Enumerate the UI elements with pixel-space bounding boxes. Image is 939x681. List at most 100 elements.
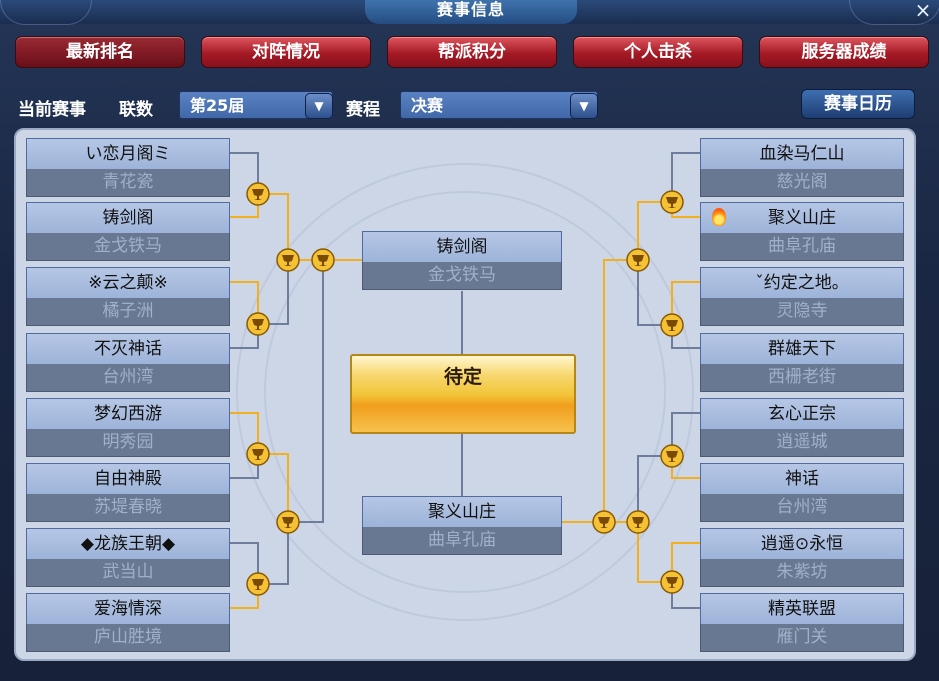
bracket-connector bbox=[671, 281, 700, 325]
trophy-icon bbox=[660, 190, 684, 214]
tab-server-results[interactable]: 服务器成绩 bbox=[759, 36, 929, 68]
league-label: 联数 bbox=[119, 100, 153, 120]
team-server: 庐山胜境 bbox=[26, 624, 230, 652]
team-name: 爱海情深 bbox=[26, 593, 230, 625]
team-server: 慈光阁 bbox=[700, 169, 904, 197]
team-name: 血染马仁山 bbox=[700, 138, 904, 170]
current-event-label: 当前赛事 bbox=[18, 100, 86, 120]
trophy-icon bbox=[276, 248, 300, 272]
team-name: 玄心正宗 bbox=[700, 398, 904, 430]
team-server: 青花瓷 bbox=[26, 169, 230, 197]
bracket-connector bbox=[230, 152, 259, 185]
team-server: 台州湾 bbox=[26, 364, 230, 392]
tab-matchups[interactable]: 对阵情况 bbox=[201, 36, 371, 68]
right-team-2[interactable]: 聚义山庄曲阜孔庙 bbox=[700, 202, 904, 262]
cloud-ornament-left bbox=[0, 0, 92, 25]
champion-slot: 待定 bbox=[350, 354, 576, 434]
team-name: 梦幻西游 bbox=[26, 398, 230, 430]
bracket-connector bbox=[671, 542, 700, 582]
league-chevron-down-icon[interactable]: ▼ bbox=[305, 93, 333, 119]
team-server: 西栅老街 bbox=[700, 364, 904, 392]
team-name: 聚义山庄 bbox=[362, 496, 562, 528]
bracket-connector bbox=[230, 412, 259, 445]
team-name: 神话 bbox=[700, 463, 904, 495]
right-team-6[interactable]: 神话台州湾 bbox=[700, 463, 904, 523]
team-server: 明秀园 bbox=[26, 429, 230, 457]
background-emblem bbox=[236, 163, 694, 621]
team-server: 苏堤春晓 bbox=[26, 494, 230, 522]
champion-label: 待定 bbox=[443, 366, 482, 388]
team-server: 曲阜孔庙 bbox=[362, 527, 562, 555]
team-server: 逍遥城 bbox=[700, 429, 904, 457]
window-title: 赛事信息 bbox=[365, 0, 577, 24]
trophy-icon bbox=[660, 444, 684, 468]
trophy-icon bbox=[592, 510, 616, 534]
right-team-3[interactable]: ˇ约定之地。灵隐寺 bbox=[700, 267, 904, 327]
event-calendar-button[interactable]: 赛事日历 bbox=[801, 89, 915, 119]
team-server: 曲阜孔庙 bbox=[700, 233, 904, 261]
team-server: 武当山 bbox=[26, 559, 230, 587]
trophy-icon bbox=[246, 442, 270, 466]
left-team-3[interactable]: ※云之颠※橘子洲 bbox=[26, 267, 230, 327]
trophy-icon bbox=[246, 182, 270, 206]
left-team-6[interactable]: 自由神殿苏堤春晓 bbox=[26, 463, 230, 523]
team-server: 灵隐寺 bbox=[700, 298, 904, 326]
team-server: 橘子洲 bbox=[26, 298, 230, 326]
tab-guild-points[interactable]: 帮派积分 bbox=[387, 36, 557, 68]
team-name: 不灭神话 bbox=[26, 333, 230, 365]
trophy-icon bbox=[246, 572, 270, 596]
team-server: 朱紫坊 bbox=[700, 559, 904, 587]
right-team-5[interactable]: 玄心正宗逍遥城 bbox=[700, 398, 904, 458]
left-team-7[interactable]: ◆龙族王朝◆武当山 bbox=[26, 528, 230, 588]
left-team-1[interactable]: い恋月阁ミ青花瓷 bbox=[26, 138, 230, 198]
team-server: 金戈铁马 bbox=[362, 262, 562, 290]
team-name: 群雄天下 bbox=[700, 333, 904, 365]
team-server: 雁门关 bbox=[700, 624, 904, 652]
team-server: 台州湾 bbox=[700, 494, 904, 522]
team-name: 铸剑阁 bbox=[26, 202, 230, 234]
stage-select[interactable]: 决赛 bbox=[400, 91, 598, 119]
left-team-2[interactable]: 铸剑阁金戈铁马 bbox=[26, 202, 230, 262]
right-team-8[interactable]: 精英联盟雁门关 bbox=[700, 593, 904, 653]
left-team-4[interactable]: 不灭神话台州湾 bbox=[26, 333, 230, 393]
trophy-icon bbox=[276, 510, 300, 534]
finalist-top[interactable]: 铸剑阁金戈铁马 bbox=[362, 231, 562, 291]
bracket-connector bbox=[230, 542, 259, 575]
close-icon[interactable]: × bbox=[914, 0, 932, 22]
right-team-1[interactable]: 血染马仁山慈光阁 bbox=[700, 138, 904, 198]
finalist-bottom[interactable]: 聚义山庄曲阜孔庙 bbox=[362, 496, 562, 556]
trophy-icon bbox=[311, 248, 335, 272]
tab-latest-ranking[interactable]: 最新排名 bbox=[15, 36, 185, 68]
tab-personal-kills[interactable]: 个人击杀 bbox=[573, 36, 743, 68]
team-name: ˇ约定之地。 bbox=[700, 267, 904, 299]
bracket-panel: い恋月阁ミ青花瓷 铸剑阁金戈铁马 ※云之颠※橘子洲 不灭神话台州湾 梦幻西游明秀… bbox=[14, 128, 916, 661]
fire-icon bbox=[712, 208, 726, 226]
team-name: ※云之颠※ bbox=[26, 267, 230, 299]
right-team-7[interactable]: 逍遥⊙永恒朱紫坊 bbox=[700, 528, 904, 588]
bracket-connector bbox=[603, 259, 638, 522]
left-team-5[interactable]: 梦幻西游明秀园 bbox=[26, 398, 230, 458]
stage-label: 赛程 bbox=[346, 100, 380, 120]
trophy-icon bbox=[660, 570, 684, 594]
team-name: 逍遥⊙永恒 bbox=[700, 528, 904, 560]
bracket-lines bbox=[230, 152, 700, 621]
team-name: ◆龙族王朝◆ bbox=[26, 528, 230, 560]
team-name: 铸剑阁 bbox=[362, 231, 562, 263]
team-name: 精英联盟 bbox=[700, 593, 904, 625]
team-name: 自由神殿 bbox=[26, 463, 230, 495]
left-team-8[interactable]: 爱海情深庐山胜境 bbox=[26, 593, 230, 653]
trophy-icon bbox=[626, 248, 650, 272]
bracket-connector bbox=[671, 152, 700, 202]
bracket-connector bbox=[671, 412, 700, 456]
trophy-icon bbox=[626, 510, 650, 534]
stage-chevron-down-icon[interactable]: ▼ bbox=[570, 93, 598, 119]
team-name: 聚义山庄 bbox=[700, 202, 904, 234]
bracket-connector bbox=[230, 281, 259, 315]
team-server: 金戈铁马 bbox=[26, 233, 230, 261]
trophy-icon bbox=[246, 312, 270, 336]
team-name: い恋月阁ミ bbox=[26, 138, 230, 170]
bracket-connector bbox=[288, 260, 324, 523]
right-team-4[interactable]: 群雄天下西栅老街 bbox=[700, 333, 904, 393]
trophy-icon bbox=[660, 313, 684, 337]
